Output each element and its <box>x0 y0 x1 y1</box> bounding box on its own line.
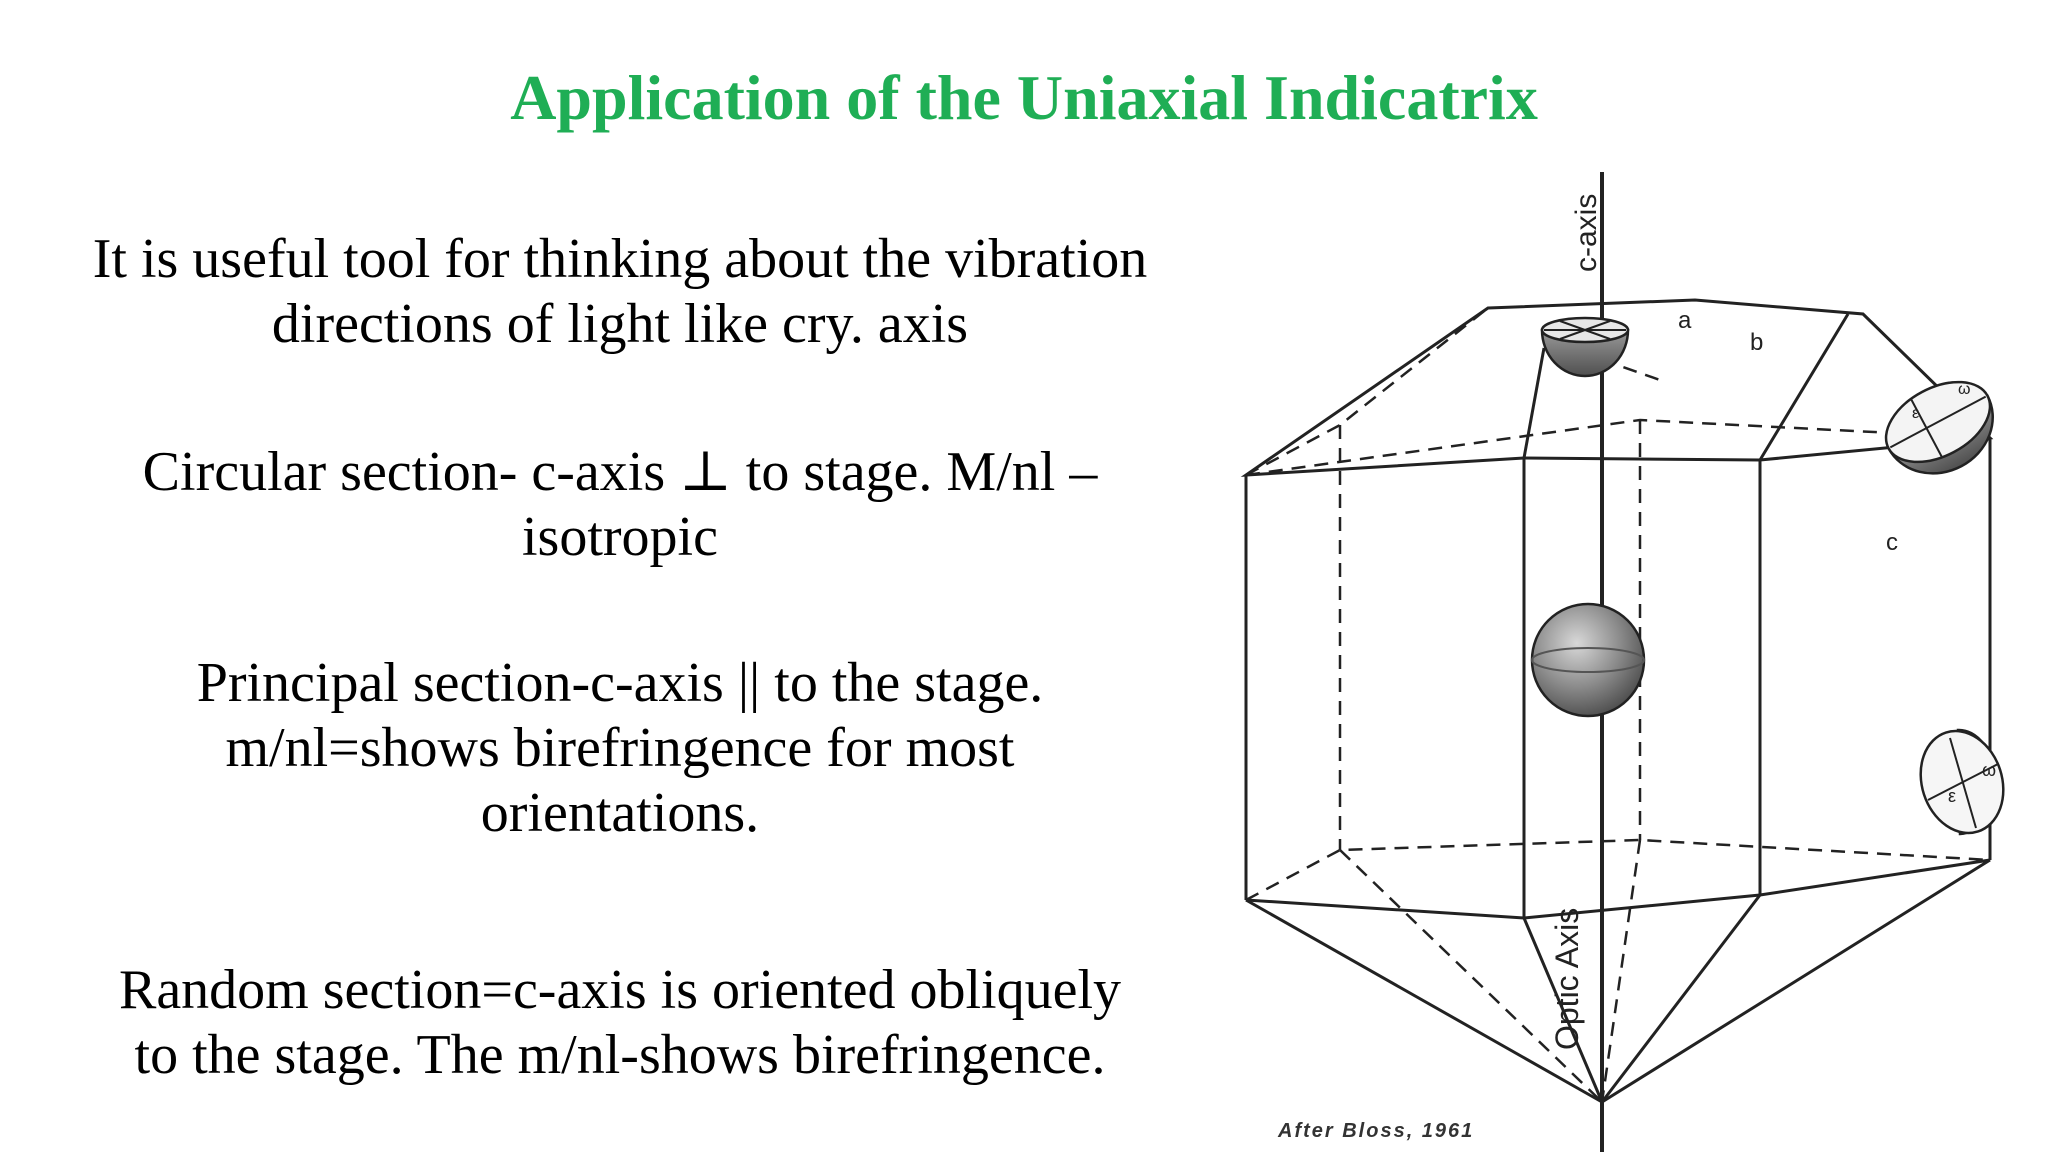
epsilon-label: ε <box>1948 786 1956 806</box>
figure-credit: After Bloss, 1961 <box>1277 1120 1474 1142</box>
hidden-edge <box>1245 838 1991 902</box>
paragraph-line: orientations. <box>480 782 760 844</box>
circular-section-ellipsoid <box>1540 316 1630 378</box>
section-label-c: c <box>1886 529 1898 556</box>
random-section-ellipsoid <box>1884 380 1994 475</box>
slide-title: Application of the Uniaxial Indicatrix <box>510 62 1538 133</box>
principal-section-ellipsoid <box>1919 728 2005 836</box>
paragraph-line: Circular section- c-axis ⊥ to stage. M/n… <box>142 441 1098 503</box>
crystal-indicatrix-diagram: c-axis Optic Axis a b c ε ω ε ω After Bl… <box>1220 160 2020 1152</box>
top-face <box>1240 298 1994 477</box>
epsilon-label: ε <box>1912 405 1919 422</box>
crystal-outline <box>1240 298 1994 1104</box>
cap-edge <box>1522 347 1546 459</box>
optic-axis-label: Optic Axis <box>1549 908 1585 1050</box>
paragraph-usefulness: It is useful tool for thinking about the… <box>30 227 1210 357</box>
omega-label: ω <box>1958 381 1971 398</box>
section-label-b: b <box>1750 329 1763 356</box>
paragraph-line: m/nl=shows birefringence for most <box>225 717 1015 779</box>
c-axis-label: c-axis <box>1570 194 1603 272</box>
lower-rim <box>1245 858 1991 920</box>
cap-edge <box>1758 313 1850 461</box>
hidden-edge <box>1600 839 1642 1103</box>
hidden-edges <box>1245 307 1991 1103</box>
section-label-a: a <box>1678 307 1692 334</box>
paragraph-line: to the stage. The m/nl-shows birefringen… <box>134 1024 1106 1086</box>
paragraph-random-section: Random section=c-axis is oriented obliqu… <box>30 958 1210 1088</box>
pyramid-edge <box>1600 894 1762 1103</box>
center-ellipsoid <box>1530 602 1646 718</box>
paragraph-principal-section: Principal section-c-axis || to the stage… <box>30 651 1210 846</box>
omega-label: ω <box>1982 760 1996 780</box>
hidden-edge <box>1339 849 1603 1103</box>
paragraph-line: It is useful tool for thinking about the… <box>92 228 1148 290</box>
paragraph-circular-section: Circular section- c-axis ⊥ to stage. M/n… <box>30 440 1210 570</box>
crystal-diagram-svg: c-axis Optic Axis a b c ε ω ε ω After Bl… <box>1240 172 2005 1152</box>
hidden-edge <box>1579 350 1661 382</box>
hidden-edge <box>1245 307 1489 477</box>
paragraph-line: isotropic <box>522 506 718 568</box>
pyramid-edge <box>1245 898 1603 1104</box>
paragraph-line: Principal section-c-axis || to the stage… <box>196 652 1044 714</box>
paragraph-line: directions of light like cry. axis <box>271 293 969 355</box>
paragraph-line: Random section=c-axis is oriented obliqu… <box>118 959 1122 1021</box>
pyramid-edge <box>1601 858 1991 1104</box>
pyramid-edge <box>1522 917 1604 1103</box>
